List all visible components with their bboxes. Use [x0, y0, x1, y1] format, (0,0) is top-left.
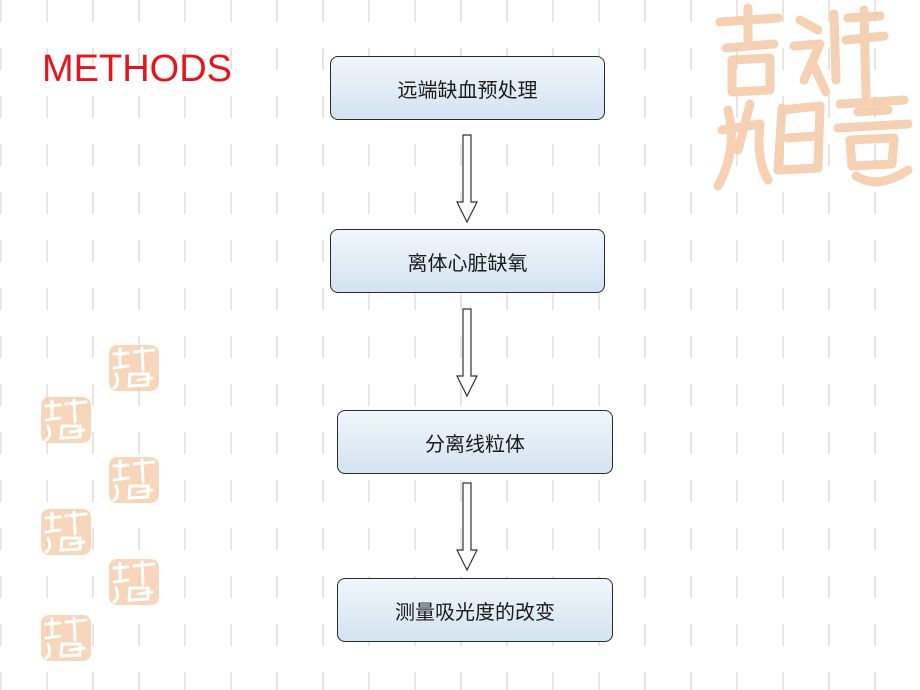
flow-step-label: 远端缺血预处理: [397, 77, 538, 102]
large-calligraphy-seal-icon: [713, 3, 913, 191]
flow-step-label: 离体心脏缺氧: [407, 250, 528, 275]
down-arrow-icon: [456, 308, 478, 398]
flow-step-label: 分离线粒体: [425, 431, 525, 456]
small-seal-icon: [41, 509, 91, 555]
small-seal-icon: [109, 457, 159, 503]
small-seal-icon: [41, 615, 91, 661]
flow-step-2: 离体心脏缺氧: [330, 229, 605, 293]
small-seal-icon: [41, 397, 91, 443]
flow-step-4: 测量吸光度的改变: [337, 578, 613, 642]
flow-step-1: 远端缺血预处理: [330, 56, 605, 120]
down-arrow-icon: [456, 134, 478, 224]
small-seal-icon: [109, 559, 159, 605]
flow-step-3: 分离线粒体: [337, 410, 613, 474]
slide-title: METHODS: [42, 48, 232, 90]
down-arrow-icon: [456, 482, 478, 572]
small-seal-icon: [109, 345, 159, 391]
flow-step-label: 测量吸光度的改变: [395, 599, 555, 624]
